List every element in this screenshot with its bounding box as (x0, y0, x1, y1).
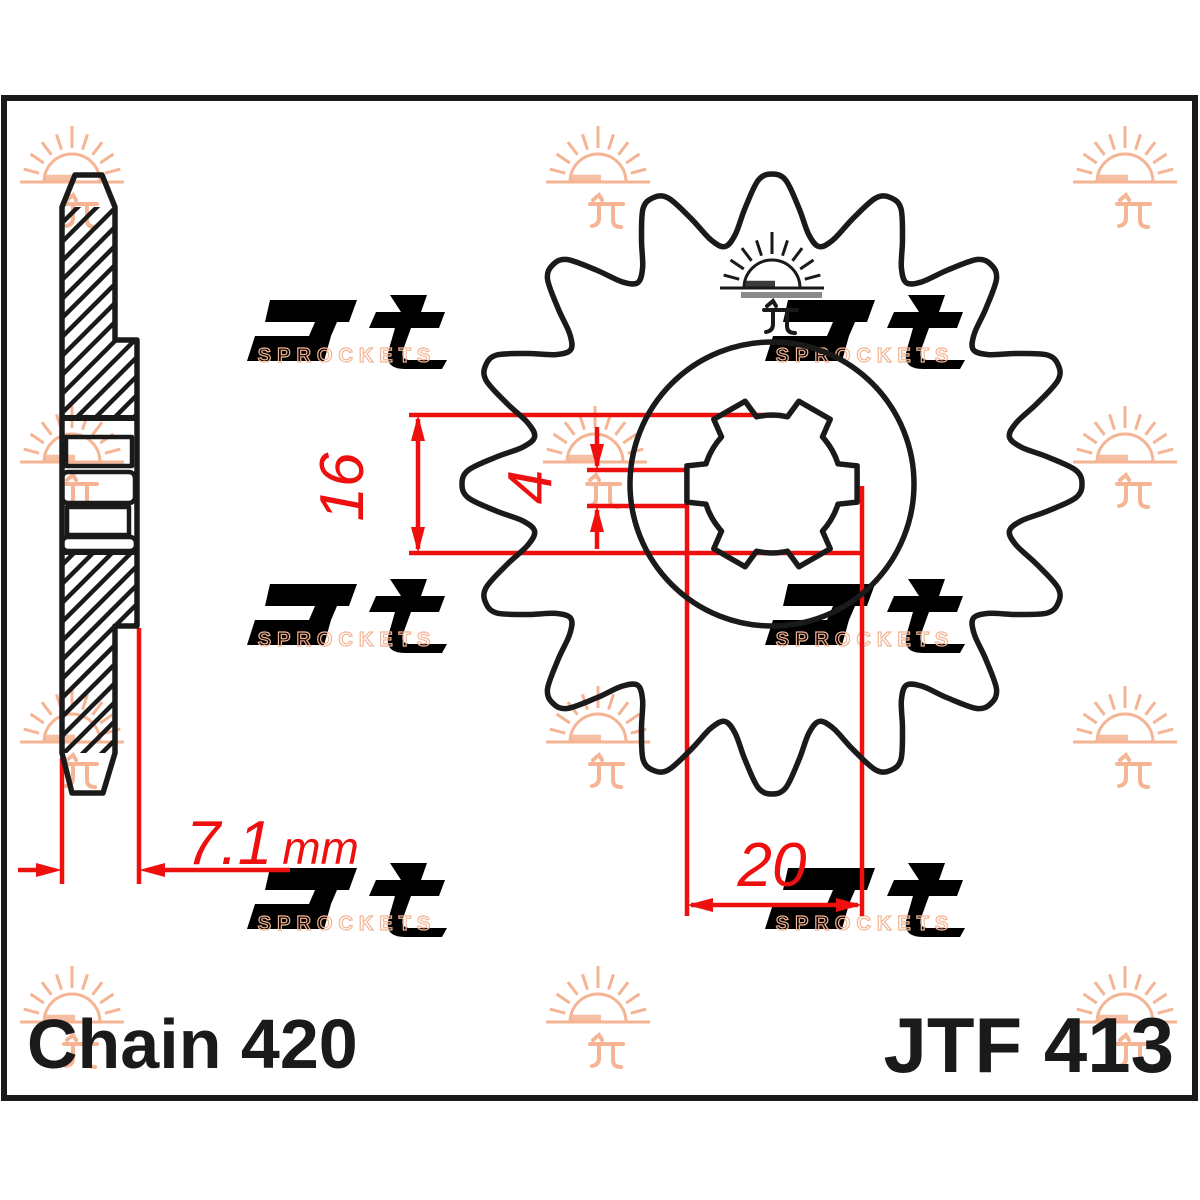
dimension-20-text: 20 (737, 831, 807, 900)
jt-sprockets-watermark: SPROCKETS (247, 579, 447, 653)
spline-section-band (59, 469, 138, 506)
watermark-brand-text: SPROCKETS (258, 345, 436, 367)
chain-size-label: Chain 420 (27, 1005, 358, 1083)
dimension-lines (18, 412, 865, 916)
jt-sprockets-watermark: SPROCKETS (247, 295, 447, 369)
sprocket-front-view (459, 171, 1085, 797)
watermark-brand-text: SPROCKETS (258, 629, 436, 651)
spline-section-band (63, 434, 135, 469)
spline-section-band (59, 534, 139, 554)
jt-sprockets-watermark: SPROCKETS (247, 863, 447, 937)
jt-sprockets-watermark: SPROCKETS (765, 863, 965, 937)
watermarks: SPROCKETS SPROCKETS SPROCKETS SPROCKETS … (20, 126, 1177, 1067)
splined-bore-outline (684, 398, 860, 570)
part-number-label: JTF 413 (884, 1001, 1174, 1089)
watermark-brand-text: SPROCKETS (258, 913, 436, 935)
dimension-4-text: 4 (496, 470, 565, 504)
sprocket-side-view (59, 172, 140, 796)
dimension-7-1-unit: mm (282, 822, 359, 874)
section-hatching (62, 207, 137, 753)
dimension-4-lines (587, 427, 688, 549)
side-view-outline (59, 172, 140, 796)
dimension-7-1-value: 7.1 (186, 809, 272, 878)
jt-sun-logo (720, 232, 824, 333)
dimension-16-text: 16 (308, 452, 377, 521)
watermark-brand-text: SPROCKETS (776, 913, 954, 935)
hub-circle (627, 339, 917, 629)
gear-teeth-outline (459, 171, 1085, 797)
dimension-7-1-lines (18, 628, 290, 884)
watermark-brand-text: SPROCKETS (776, 345, 954, 367)
watermark-brand-text: SPROCKETS (776, 629, 954, 651)
dimension-20-lines (684, 470, 865, 916)
